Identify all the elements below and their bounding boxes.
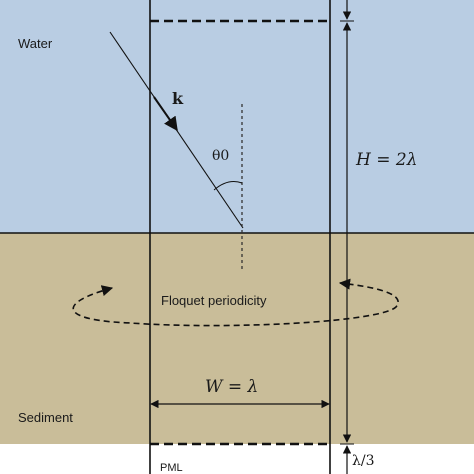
water-region bbox=[0, 0, 474, 233]
sediment-region bbox=[0, 233, 474, 474]
angle-label: θ0 bbox=[212, 148, 230, 164]
pml-label: PML bbox=[160, 462, 183, 474]
water-label: Water bbox=[18, 36, 53, 51]
periodicity-loop bbox=[72, 278, 399, 327]
wave-vector-arrow bbox=[153, 96, 178, 132]
pml-thickness-label: λ/3 bbox=[352, 453, 375, 469]
angle-arc bbox=[213, 181, 243, 191]
wave-vector-label: k bbox=[172, 89, 184, 108]
width-label: W = λ bbox=[205, 377, 259, 397]
height-label: H = 2λ bbox=[356, 150, 418, 170]
sediment-label: Sediment bbox=[18, 410, 73, 425]
periodicity-label: Floquet periodicity bbox=[161, 293, 267, 308]
pml-region bbox=[0, 444, 474, 474]
